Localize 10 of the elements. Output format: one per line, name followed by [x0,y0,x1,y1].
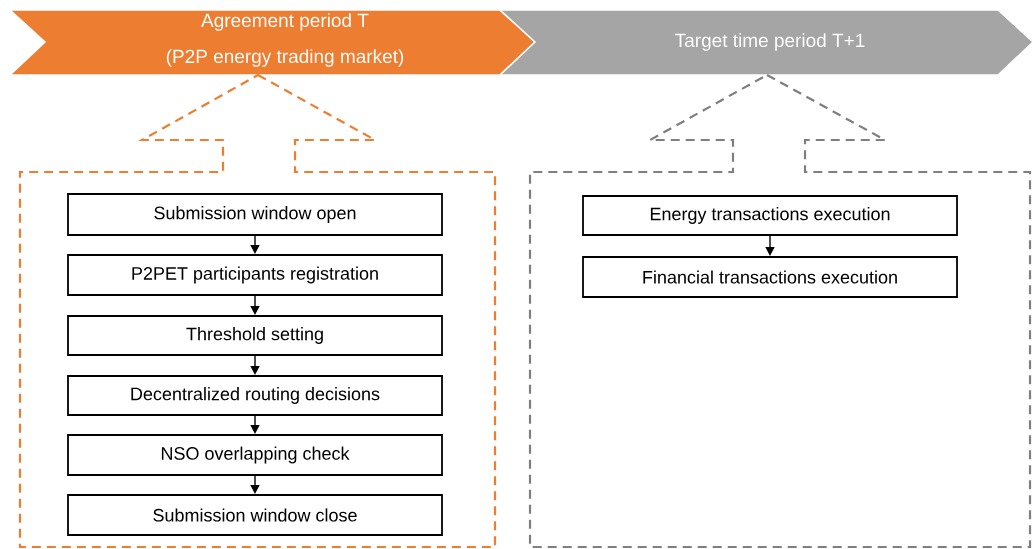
process-box: Threshold setting [67,315,443,356]
process-box: Financial transactions execution [582,256,958,298]
process-box: Submission window close [67,494,443,536]
process-box: NSO overlapping check [67,434,443,476]
process-box: P2PET participants registration [67,254,443,296]
process-box: Decentralized routing decisions [67,375,443,416]
process-box: Energy transactions execution [582,195,958,236]
callout-frame [18,73,497,549]
callout-frame [528,73,1032,549]
process-box: Submission window open [67,193,443,236]
